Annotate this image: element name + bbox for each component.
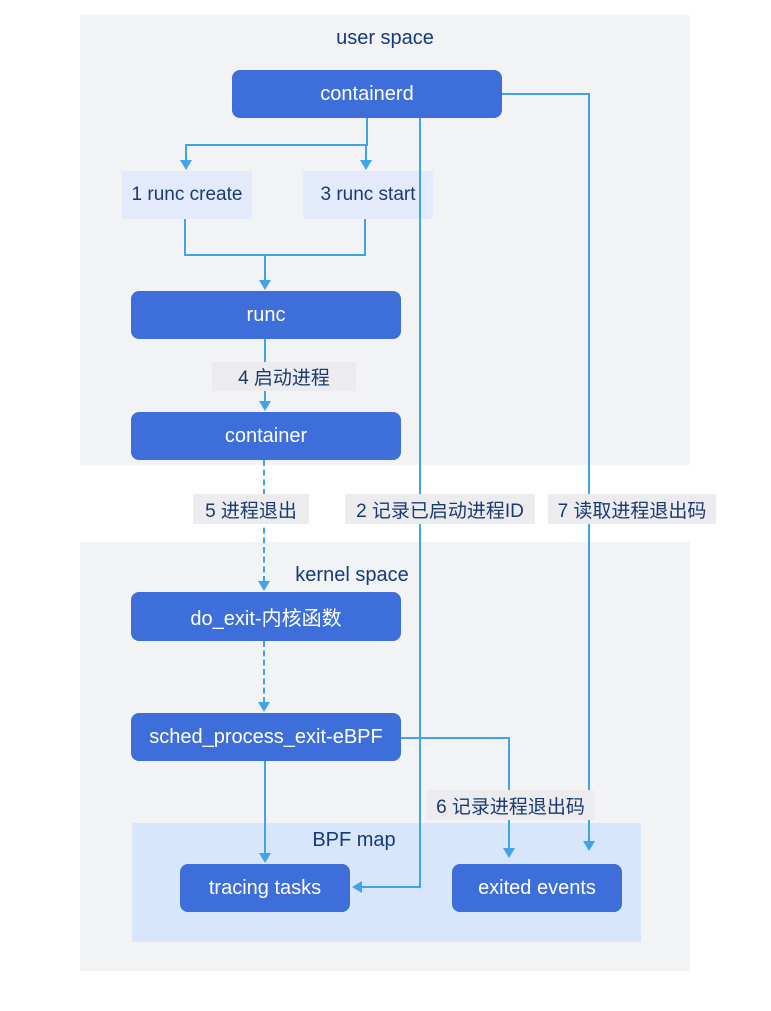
edge-record-pid-upper xyxy=(419,118,421,480)
edge-record-pid-turn xyxy=(360,886,420,888)
arrowhead-to-tracing-icon xyxy=(259,853,271,863)
edge-containerd-split-bar xyxy=(185,144,368,146)
node-tracing-tasks: tracing tasks xyxy=(180,864,350,912)
bpf-map-title: BPF map xyxy=(312,829,396,851)
node-containerd: containerd xyxy=(232,70,502,118)
arrowhead-to-doexit-icon xyxy=(258,581,270,591)
edge-sched-to-tracing xyxy=(264,761,266,854)
edge-to-runc-create xyxy=(185,144,187,162)
node-exited-events: exited events xyxy=(452,864,622,912)
kernel-space-title: kernel space xyxy=(295,564,409,586)
edge-merge-to-runc xyxy=(264,256,266,282)
node-runc: runc xyxy=(131,291,401,339)
edge-write-exitcode-side xyxy=(401,737,509,739)
edge-record-pid-lower xyxy=(419,480,421,888)
label-step-6-record-exitcode: 6 记录进程退出码 xyxy=(427,790,594,820)
node-container: container xyxy=(131,412,401,460)
label-step-1-runc-create: 1 runc create xyxy=(122,171,252,219)
node-sched-process-exit: sched_process_exit-eBPF xyxy=(131,713,401,761)
label-step-7-read-exitcode: 7 读取进程退出码 xyxy=(548,494,716,524)
label-step-5-process-exit: 5 进程退出 xyxy=(193,494,309,524)
label-step-3-runc-start: 3 runc start xyxy=(303,171,433,219)
edge-read-exitcode-down xyxy=(588,93,590,842)
node-do-exit: do_exit-内核函数 xyxy=(131,592,401,641)
edge-runc-create-down xyxy=(184,219,186,256)
arrowhead-to-container-icon xyxy=(259,401,271,411)
arrowhead-into-exited-icon xyxy=(503,848,515,858)
arrowhead-to-sched-icon xyxy=(258,702,270,712)
user-space-title: user space xyxy=(336,27,434,49)
edge-read-exitcode-top xyxy=(502,93,589,95)
edge-to-runc-start xyxy=(365,144,367,162)
arrowhead-to-runc-start-icon xyxy=(360,160,372,170)
edge-merge-bar xyxy=(184,254,366,256)
edge-runc-start-down xyxy=(364,219,366,256)
label-step-2-record-pid: 2 记录已启动进程ID xyxy=(345,494,535,524)
arrowhead-to-runc-create-icon xyxy=(180,160,192,170)
label-step-4-start-process: 4 启动进程 xyxy=(212,362,356,391)
arrowhead-into-tracing-icon xyxy=(352,881,362,893)
arrowhead-read-exitcode-icon xyxy=(583,841,595,851)
arrowhead-to-runc-icon xyxy=(259,280,271,290)
edge-containerd-split-stem xyxy=(366,118,368,145)
edge-doexit-to-sched xyxy=(263,641,265,703)
